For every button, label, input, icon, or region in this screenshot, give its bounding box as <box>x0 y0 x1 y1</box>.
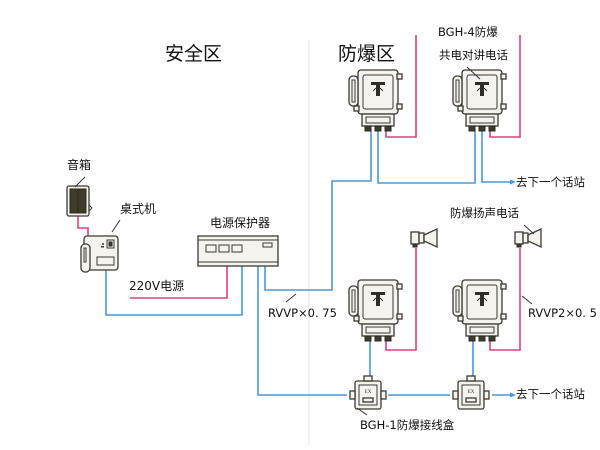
power-source-label: 220V电源 <box>129 279 185 293</box>
loudspeaker-phone-1 <box>348 279 403 342</box>
arrow-next-top <box>510 179 516 185</box>
wire-horn1-to-phone <box>385 248 417 351</box>
loudspeaker-phone-2 <box>452 279 507 342</box>
wire-intercom1-pink <box>385 35 417 138</box>
explosion-proof-zone-label: 防爆区 <box>338 43 396 65</box>
pointer-desk-phone <box>111 219 121 233</box>
arrow-next-bottom <box>510 392 516 398</box>
safe-zone-label: 安全区 <box>165 43 223 65</box>
pointer-speaker <box>74 176 86 188</box>
wire-protector-to-intercoms <box>264 131 372 291</box>
wire-intercom2-pink <box>489 35 521 138</box>
wire-desk-phone-to-protector <box>105 266 243 316</box>
wire-intercom1-to-intercom2 <box>377 131 476 184</box>
intercom-name-label: 共电对讲电话 <box>439 48 508 62</box>
speaker-cable-label: RVVP2×0. 5 <box>528 306 597 320</box>
power-protector-label: 电源保护器 <box>210 216 271 230</box>
horn-speaker-2 <box>514 228 542 248</box>
speaker-box-label: 音箱 <box>67 158 92 172</box>
pointer-intercom <box>466 66 481 80</box>
intercom-model-label: BGH-4防爆 <box>438 25 498 39</box>
wire-intercom2-to-next-top <box>481 131 512 183</box>
loudspeaker-phone-label: 防爆扬声电话 <box>450 206 519 220</box>
speaker-box-device <box>66 185 93 217</box>
wire-protector-to-jbox1 <box>257 266 347 396</box>
next-station-bottom-label: 去下一个话站 <box>516 387 585 401</box>
junction-box-label: BGH-1防爆接线盒 <box>360 418 455 432</box>
pointer-main-cable <box>285 293 297 303</box>
pointer-junction-box <box>356 407 368 416</box>
main-cable-label: RVVP×0. 75 <box>268 306 337 320</box>
junction-box-1 <box>349 375 387 410</box>
pointer-horn <box>523 224 535 235</box>
wire-220v-power <box>130 266 228 299</box>
desk-phone-device <box>80 235 119 273</box>
pointer-speaker-cable <box>521 295 533 305</box>
desk-phone-label: 桌式机 <box>120 202 157 216</box>
junction-box-2 <box>452 375 490 410</box>
wire-horn2-to-phone <box>489 248 521 351</box>
intercom-phone-1 <box>348 69 403 132</box>
power-protector-device <box>197 235 279 267</box>
next-station-top-label: 去下一个话站 <box>516 175 585 189</box>
horn-speaker-1 <box>410 228 438 248</box>
wire-speaker-to-desk-phone <box>77 216 89 240</box>
